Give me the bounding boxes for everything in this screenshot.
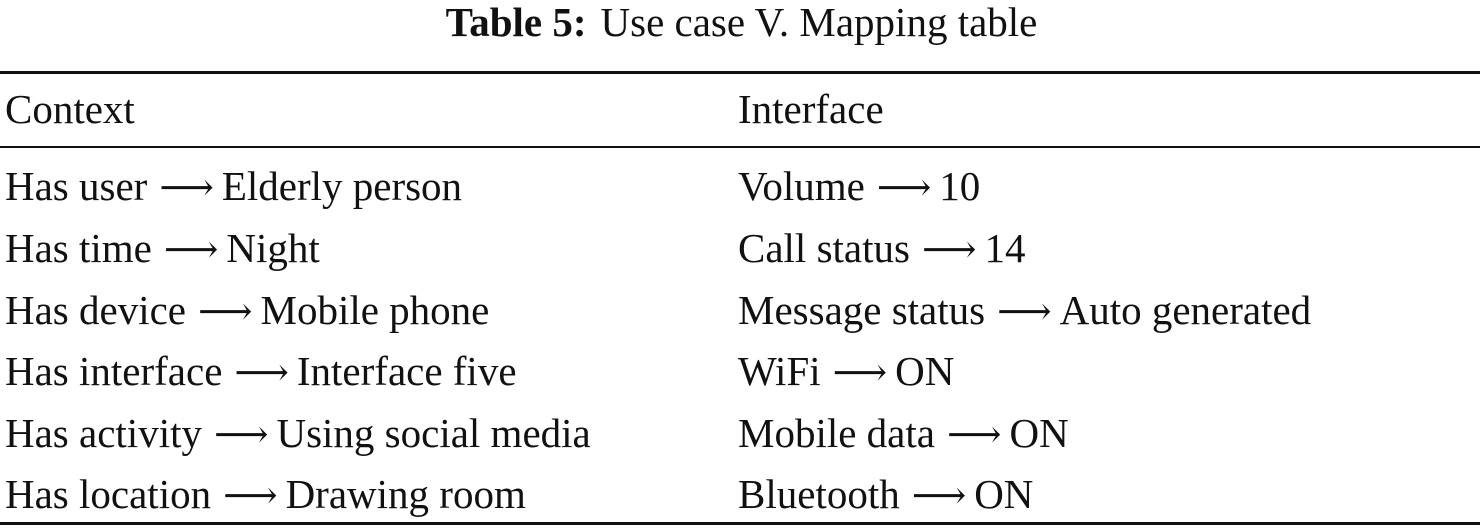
table-row-context: Has time⟶Night bbox=[5, 224, 320, 273]
long-right-arrow-icon: ⟶ bbox=[921, 227, 977, 271]
context-value: Interface five bbox=[296, 348, 517, 394]
long-right-arrow-icon: ⟶ bbox=[223, 473, 278, 517]
table-row-interface: Call status⟶14 bbox=[738, 224, 1025, 273]
interface-key: Message status bbox=[738, 287, 986, 333]
long-right-arrow-icon: ⟶ bbox=[832, 350, 888, 394]
context-value: Night bbox=[226, 225, 320, 271]
interface-value: 10 bbox=[939, 163, 981, 209]
table-row-interface: Message status⟶Auto generated bbox=[738, 286, 1311, 335]
caption-label: Table 5: bbox=[445, 0, 587, 45]
interface-value: 14 bbox=[984, 225, 1026, 271]
interface-value: ON bbox=[974, 471, 1034, 517]
header-context: Context bbox=[5, 86, 135, 132]
table-row-context: Has device ⟶Mobile phone bbox=[5, 286, 489, 335]
interface-key: Volume bbox=[738, 163, 865, 209]
long-right-arrow-icon: ⟶ bbox=[163, 227, 219, 271]
context-key: Has device bbox=[5, 287, 186, 333]
context-value: Mobile phone bbox=[260, 287, 490, 333]
long-right-arrow-icon: ⟶ bbox=[946, 412, 1002, 456]
long-right-arrow-icon: ⟶ bbox=[159, 165, 214, 209]
context-value: Drawing room bbox=[285, 471, 526, 517]
long-right-arrow-icon: ⟶ bbox=[876, 165, 932, 209]
table-header-rule bbox=[0, 146, 1480, 148]
table-row-interface: Volume⟶10 bbox=[738, 162, 980, 211]
table-caption: Table 5: Use case V. Mapping table bbox=[0, 0, 1483, 48]
long-right-arrow-icon: ⟶ bbox=[911, 473, 967, 517]
long-right-arrow-icon: ⟶ bbox=[198, 289, 253, 333]
context-value: Elderly person bbox=[221, 163, 463, 209]
interface-value: ON bbox=[1009, 410, 1069, 456]
long-right-arrow-icon: ⟶ bbox=[234, 350, 289, 394]
context-value: Using social media bbox=[276, 410, 591, 456]
long-right-arrow-icon: ⟶ bbox=[213, 412, 269, 456]
table-row-context: Has location⟶Drawing room bbox=[5, 470, 526, 519]
table-row-interface: Mobile data⟶ON bbox=[738, 409, 1069, 458]
interface-key: Call status bbox=[738, 225, 910, 271]
interface-key: Mobile data bbox=[738, 410, 935, 456]
table-row-interface: Bluetooth⟶ON bbox=[738, 470, 1033, 519]
table-top-rule bbox=[0, 71, 1480, 74]
table-row-interface: WiFi⟶ON bbox=[738, 347, 954, 396]
context-key: Has activity bbox=[5, 410, 202, 456]
context-key: Has user bbox=[5, 163, 148, 209]
table-row-context: Has activity⟶Using social media bbox=[5, 409, 591, 458]
table-row-context: Has user⟶Elderly person bbox=[5, 162, 462, 211]
long-right-arrow-icon: ⟶ bbox=[997, 289, 1052, 333]
table-row-context: Has interface⟶Interface five bbox=[5, 347, 517, 396]
interface-key: Bluetooth bbox=[738, 471, 900, 517]
caption-text: Use case V. Mapping table bbox=[600, 0, 1038, 45]
interface-value: Auto generated bbox=[1059, 287, 1312, 333]
context-key: Has location bbox=[5, 471, 212, 517]
interface-key: WiFi bbox=[738, 348, 821, 394]
context-key: Has interface bbox=[5, 348, 223, 394]
context-key: Has time bbox=[5, 225, 152, 271]
interface-value: ON bbox=[895, 348, 955, 394]
header-interface: Interface bbox=[738, 86, 884, 132]
table-bottom-rule bbox=[0, 522, 1480, 525]
